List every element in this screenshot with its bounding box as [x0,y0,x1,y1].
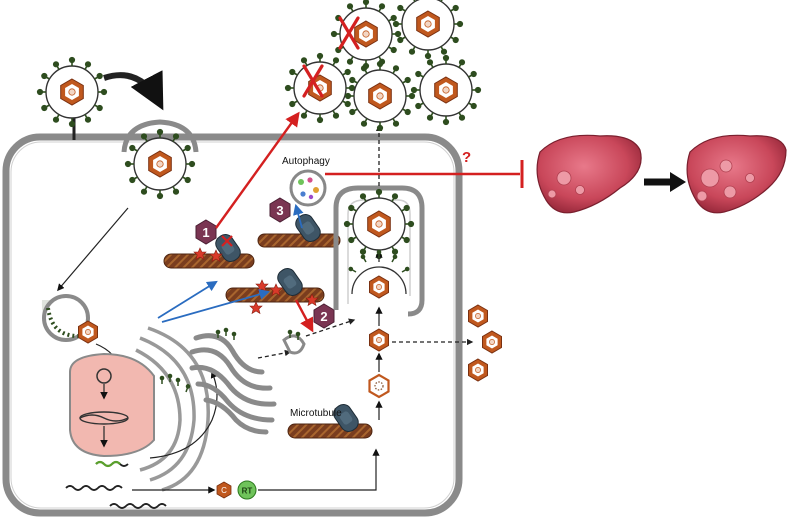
liver-icon-diseased [686,134,787,214]
pathway-marker-2: 2 [313,303,335,329]
nucleus-icon [69,352,155,458]
golgi-exit-arrow [257,349,292,359]
core-protein-icon: C [216,481,232,499]
svg-text:RT: RT [242,487,253,496]
block-x-top [302,16,360,98]
question-mark: ? [462,149,471,166]
mRNA-green [95,460,121,468]
svg-text:C: C [221,486,227,495]
microtubule-3 [257,210,341,248]
microtubule-2 [225,264,325,314]
released-virion-1 [392,0,464,60]
autophagy-label: Autophagy [282,156,330,167]
to-golgi-arrow [149,370,218,459]
entering-virion-icon [36,56,108,128]
naked-capsid-1 [468,304,488,328]
endocytosis-arrow [57,207,129,292]
to-mvb-arrow [305,318,356,337]
red-secretion-arrow-1 [215,111,300,229]
svg-text:2: 2 [320,309,327,324]
blue-arrow-3 [293,203,304,229]
autophagosome-icon [289,169,327,207]
uncoating-vesicle-icon [41,294,98,344]
blue-arrow-2 [161,289,271,323]
rt-enzyme-icon: RT [237,480,257,500]
assembly-arrow [258,448,380,491]
budding-virion-icon [346,248,412,299]
naked-capsid-3 [468,358,488,382]
svg-text:1: 1 [202,225,209,240]
immature-capsid-icon [368,373,390,399]
entry-arrow [103,70,164,111]
red-arrow-2 [294,299,314,333]
pgRNA-transcripts [65,461,167,509]
pathway-marker-3: 3 [269,197,291,223]
endoplasmic-reticulum [135,326,210,492]
microtubule-1 [163,230,255,269]
progression-arrow [644,172,686,192]
released-virion-blocked-2 [284,52,356,124]
svg-text:3: 3 [276,203,283,218]
microtubule-4 [287,400,373,439]
naked-capsid-2 [482,330,502,354]
released-virion-3 [410,54,482,126]
vesicle-fragment [282,328,306,355]
released-virion-blocked-1 [330,0,402,70]
blue-arrow-1 [157,280,218,319]
liver-icon-healthy [536,134,642,214]
released-virion-2 [344,60,416,132]
golgi-icon [189,333,277,435]
mature-capsid-icon [369,328,389,352]
hepatocyte-cell [2,133,463,517]
microtubule-label: Microtubule [290,408,342,419]
endosome-virion [121,119,199,200]
block-x-1 [221,235,233,247]
pathway-marker-1: 1 [195,219,217,245]
